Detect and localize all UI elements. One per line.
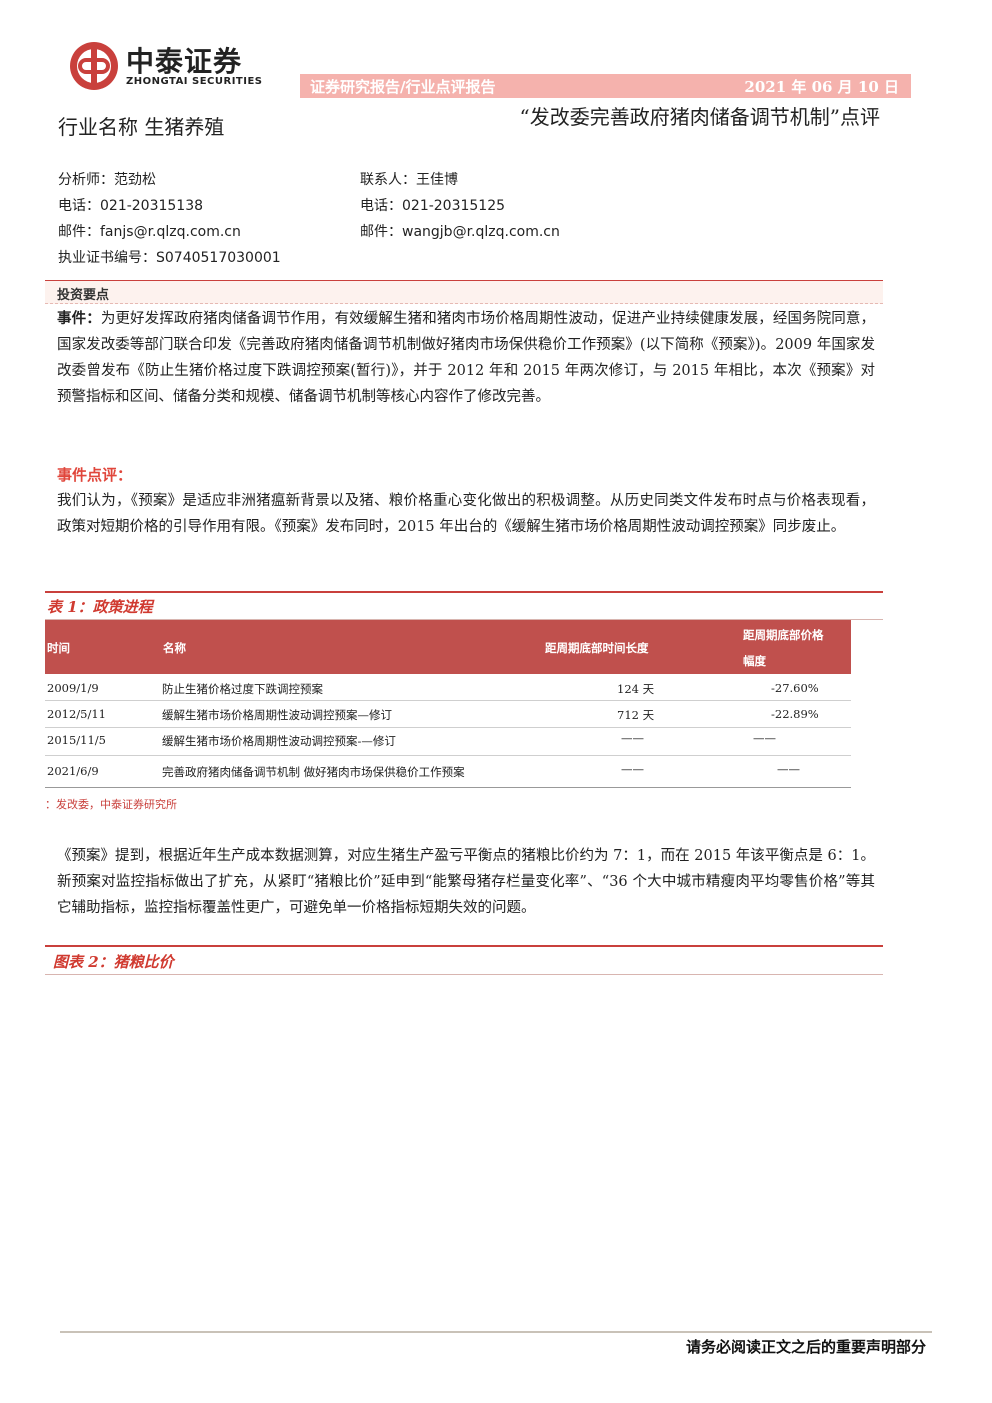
row-date: 2021/6/9	[47, 764, 99, 778]
event-label: 事件：	[57, 310, 101, 327]
report-category: 证券研究报告/行业点评报告	[310, 78, 496, 96]
event-paragraph: 事件：为更好发挥政府猪肉储备调节作用，有效缓解生猪和猪肉市场价格周期性波动，促进…	[57, 306, 875, 410]
row-name: 完善政府猪肉储备调节机制 做好猪肉市场保供稳价工作预案	[162, 765, 465, 779]
section-header: 投资要点	[45, 280, 883, 304]
table-bottom-rule	[45, 787, 851, 788]
row-amplitude: ——	[777, 762, 800, 776]
company-logo: 中泰证券 ZHONGTAI SECURITIES	[68, 40, 268, 96]
row-name: 缓解生猪市场价格周期性波动调控预案-—修订	[162, 734, 396, 748]
row-name: 缓解生猪市场价格周期性波动调控预案—修订	[162, 708, 392, 722]
row-date: 2015/11/5	[47, 733, 106, 747]
footer-disclaimer: 请务必阅读正文之后的重要声明部分	[685, 1338, 926, 1356]
row-duration: ——	[621, 731, 644, 745]
contact-email[interactable]: 邮件：wangjb@r.qlzq.com.cn	[360, 224, 560, 240]
row-name: 防止生猪价格过度下跌调控预案	[162, 682, 323, 696]
report-title: “发改委完善政府猪肉储备调节机制”点评	[519, 105, 880, 129]
table-row: 2009/1/9 防止生猪价格过度下跌调控预案 124 天 -27.60%	[45, 676, 851, 702]
comment-heading: 事件点评：	[57, 466, 133, 484]
analyst-cert: 执业证书编号：S0740517030001	[58, 250, 281, 266]
analyst-email[interactable]: 邮件：fanjs@r.qlzq.com.cn	[58, 224, 241, 240]
figure2-top-rule	[45, 945, 883, 947]
row-amplitude: -27.60%	[771, 681, 819, 695]
row-amplitude: -22.89%	[771, 707, 819, 721]
row-duration: 712 天	[617, 708, 655, 722]
th-date: 时间	[47, 641, 70, 655]
row-date: 2009/1/9	[47, 681, 99, 695]
table1-source: ：发改委，中泰证券研究所	[45, 798, 177, 811]
figure2-title: 图表 2：猪粮比价	[53, 953, 174, 971]
industry-name: 行业名称 生猪养殖	[58, 115, 225, 139]
row-divider	[45, 700, 851, 701]
row-divider	[45, 727, 851, 728]
row-date: 2012/5/11	[47, 707, 106, 721]
analyst-name: 分析师：范劲松	[58, 172, 156, 188]
table1-title: 表 1：政策进程	[47, 598, 153, 616]
analyst-phone: 电话：021-20315138	[58, 198, 204, 214]
report-date: 2021 年 06 月 10 日	[744, 78, 899, 96]
table-row: 2015/11/5 缓解生猪市场价格周期性波动调控预案-—修订 —— ——	[45, 728, 851, 754]
logo-name-cn: 中泰证券	[126, 45, 243, 78]
row-amplitude: ——	[753, 731, 776, 745]
contact-phone: 电话：021-20315125	[360, 198, 506, 214]
th-name: 名称	[163, 641, 186, 655]
ratio-paragraph: 《预案》提到，根据近年生产成本数据测算，对应生猪生产盈亏平衡点的猪粮比价约为 7…	[57, 848, 875, 916]
contact-name: 联系人：王佳博	[360, 172, 458, 188]
event-text: 为更好发挥政府猪肉储备调节作用，有效缓解生猪和猪肉市场价格周期性波动，促进产业持…	[57, 311, 875, 405]
logo-name-en: ZHONGTAI SECURITIES	[126, 76, 263, 87]
row-duration: ——	[621, 762, 644, 776]
section-label: 投资要点	[57, 288, 110, 303]
table-row: 2021/6/9 完善政府猪肉储备调节机制 做好猪肉市场保供稳价工作预案 —— …	[45, 758, 851, 786]
header-bar: 证券研究报告/行业点评报告 2021 年 06 月 10 日	[300, 74, 911, 98]
th-price: 距周期底部价格	[743, 628, 824, 642]
figure2-title-rule	[45, 974, 883, 975]
row-divider	[45, 755, 851, 756]
th-duration: 距周期底部时间长度	[545, 641, 649, 655]
table1-title-rule	[45, 619, 883, 620]
comment-paragraph: 我们认为，《预案》是适应非洲猪瘟新背景以及猪、粮价格重心变化做出的积极调整。从历…	[57, 493, 875, 535]
table1-top-rule	[45, 591, 883, 593]
row-duration: 124 天	[617, 682, 655, 696]
th-amplitude: 幅度	[743, 654, 766, 668]
zhongtai-logo-icon	[70, 42, 118, 90]
table-row: 2012/5/11 缓解生猪市场价格周期性波动调控预案—修订 712 天 -22…	[45, 701, 851, 727]
footer-rule	[60, 1331, 932, 1333]
table-header: 时间 名称 距周期底部时间长度 距周期底部价格 幅度	[45, 620, 851, 674]
